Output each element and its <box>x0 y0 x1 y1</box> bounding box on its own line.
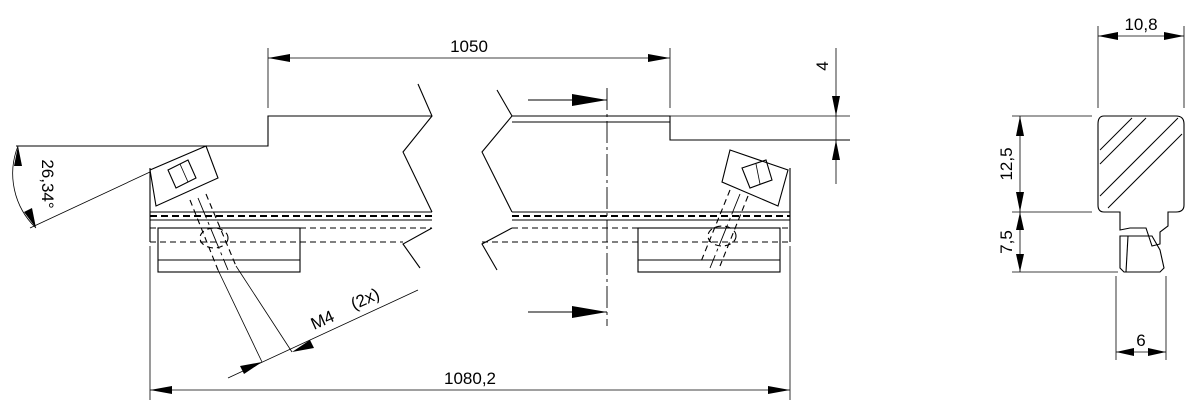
front-view-left <box>16 83 433 273</box>
dim-1050-label: 1050 <box>450 37 488 56</box>
dim-10-8-label: 10,8 <box>1124 15 1157 34</box>
dimension-1080-2: 1080,2 <box>149 246 791 400</box>
dim-12-5-label: 12,5 <box>997 147 1016 180</box>
dimension-m4: M4 (2x) <box>217 265 419 379</box>
side-view <box>1097 115 1185 273</box>
dim-1080-2-label: 1080,2 <box>444 369 496 388</box>
dimension-angle: 26,34° <box>12 145 151 229</box>
dim-angle-label: 26,34° <box>38 159 57 208</box>
dimension-7-5: 7,5 <box>997 212 1118 273</box>
dimension-1050: 1050 <box>267 37 671 108</box>
dim-6-label: 6 <box>1136 331 1145 350</box>
dimension-12-5: 12,5 <box>997 115 1092 213</box>
dim-4-label: 4 <box>813 61 832 70</box>
dim-7-5-label: 7,5 <box>997 230 1016 254</box>
front-view-right <box>481 88 850 326</box>
dimension-4: 4 <box>670 48 850 184</box>
dimension-6: 6 <box>1115 276 1167 360</box>
dimension-10-8: 10,8 <box>1097 15 1185 108</box>
